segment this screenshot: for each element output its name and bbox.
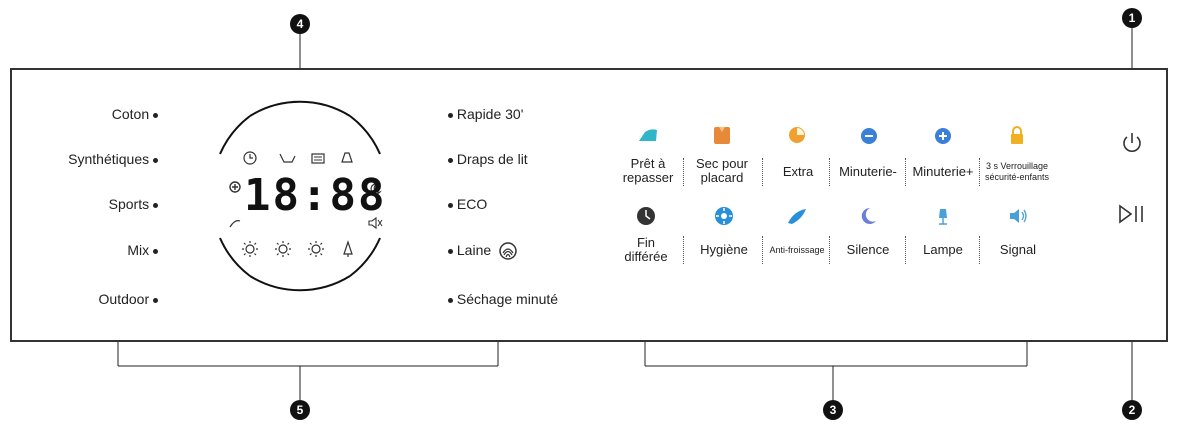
program-rapide[interactable]: Rapide 30' (448, 106, 523, 122)
anti-crease-icon (788, 209, 806, 224)
display-top-icons (243, 151, 353, 165)
display-ring (219, 100, 381, 292)
option-divider (979, 158, 980, 186)
program-mix[interactable]: Mix (8, 242, 158, 258)
signal-indicator-icon (368, 216, 383, 230)
iron-icon (639, 129, 657, 141)
callout-2: 2 (1122, 400, 1142, 420)
callout-1: 1 (1122, 8, 1142, 28)
callout-3: 3 (823, 400, 843, 420)
option-extra[interactable]: Extra (782, 164, 814, 179)
program-sports[interactable]: Sports (8, 196, 158, 212)
option-minuterie-plus[interactable]: Minuterie+ (912, 164, 974, 179)
option-divider (905, 236, 906, 264)
option-minuterie-moins[interactable]: Minuterie- (839, 164, 897, 179)
option-signal[interactable]: Signal (999, 242, 1037, 257)
shirt-icon (714, 127, 730, 144)
lock-icon (1011, 126, 1023, 144)
signal-icon (1010, 209, 1027, 223)
option-silence[interactable]: Silence (846, 242, 890, 257)
option-divider (762, 236, 763, 264)
hygiene-indicator-icon (229, 181, 241, 193)
program-eco[interactable]: ECO (448, 196, 487, 212)
program-draps[interactable]: Draps de lit (448, 151, 528, 167)
callout-4: 4 (290, 14, 310, 34)
power-icon[interactable] (1119, 130, 1145, 156)
option-lampe[interactable]: Lampe (923, 242, 963, 257)
program-synthetiques[interactable]: Synthétiques (8, 151, 158, 167)
option-divider (829, 236, 830, 264)
lamp-icon (939, 209, 947, 225)
program-coton[interactable]: Coton (8, 106, 158, 122)
control-panel (10, 68, 1168, 342)
program-laine[interactable]: Laine (448, 242, 517, 261)
option-divider (683, 158, 684, 186)
option-divider (762, 158, 763, 186)
option-divider (829, 158, 830, 186)
option-divider (683, 236, 684, 264)
seven-segment-display: 18:88 (244, 170, 387, 221)
option-divider (905, 158, 906, 186)
option-hygiene[interactable]: Hygiène (700, 242, 748, 257)
start-pause-icon[interactable] (1117, 204, 1147, 224)
program-sechage-minute[interactable]: Séchage minuté (448, 291, 558, 307)
timer-minus-icon (861, 128, 877, 144)
silence-indicator-icon (370, 183, 382, 195)
wool-icon (499, 242, 517, 261)
hygiene-icon (715, 207, 733, 225)
extra-icon (789, 127, 805, 143)
option-divider (979, 236, 980, 264)
anti-crease-indicator-icon (229, 220, 241, 228)
display-bottom-icons (242, 240, 353, 257)
callout-5: 5 (290, 400, 310, 420)
program-outdoor[interactable]: Outdoor (8, 291, 158, 307)
option-anti-froissage[interactable]: Anti-froissage (769, 245, 825, 255)
clock-icon (637, 207, 655, 225)
moon-icon (861, 207, 876, 224)
timer-plus-icon (935, 128, 951, 144)
